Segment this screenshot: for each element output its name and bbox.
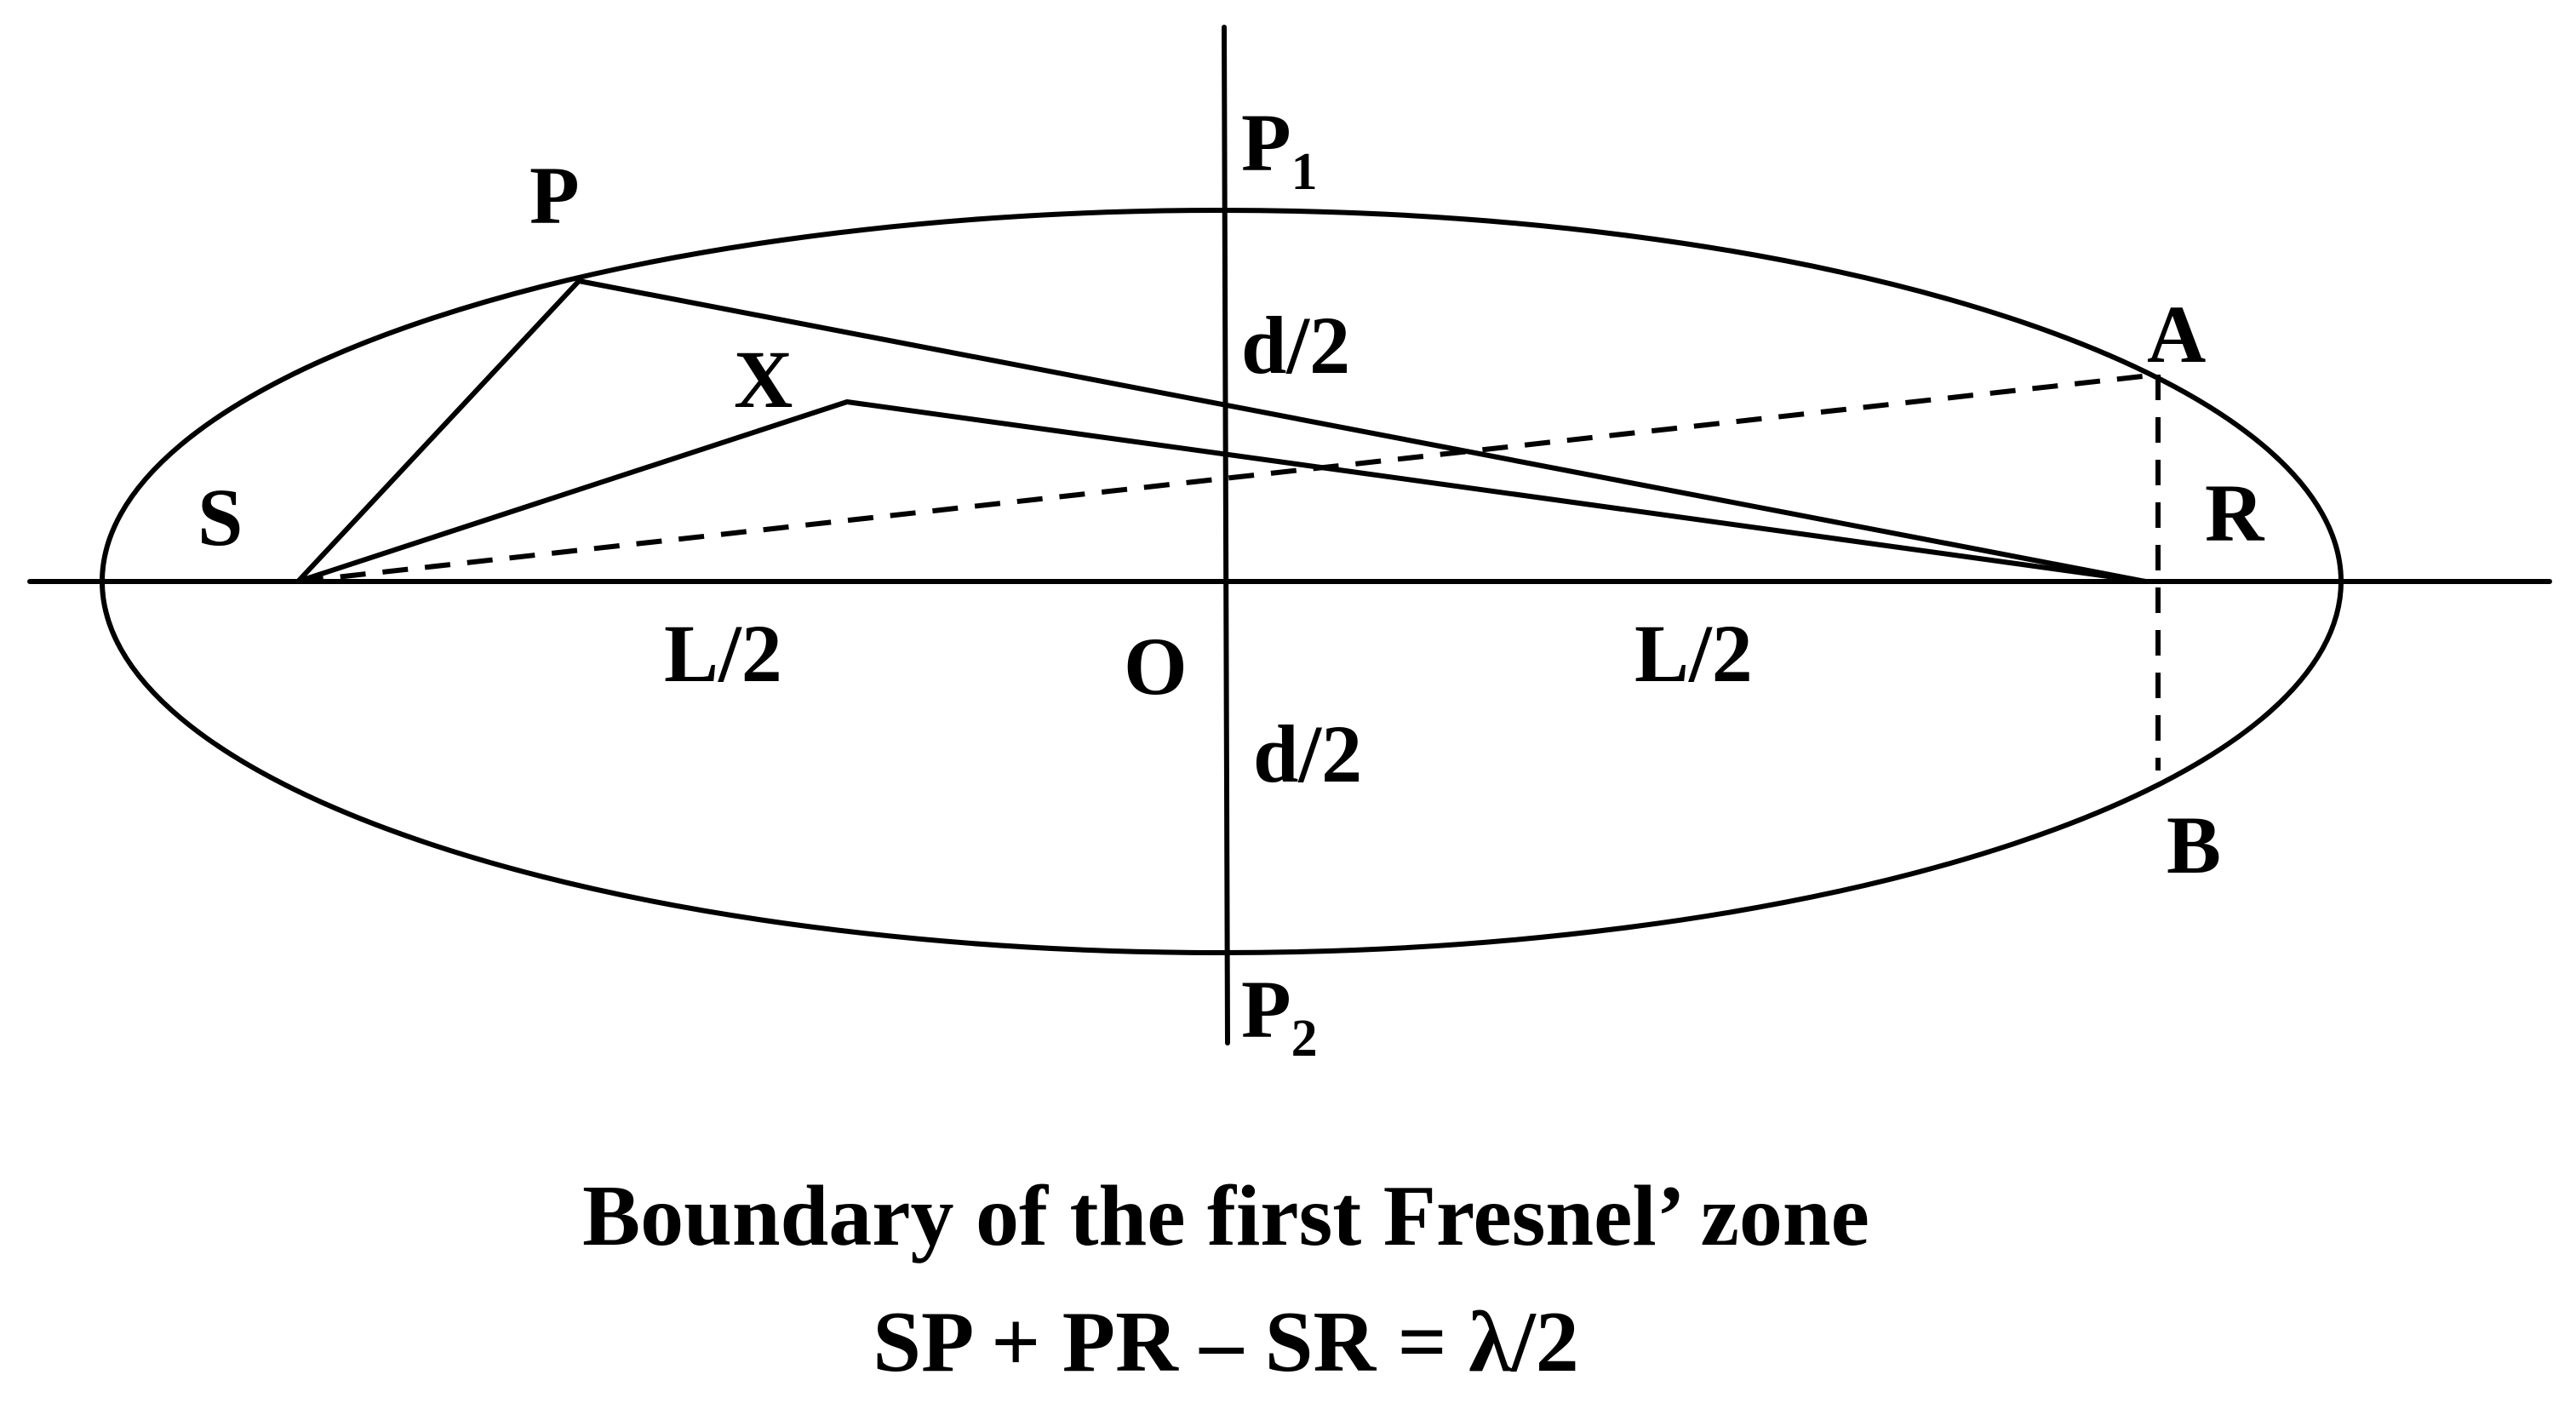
label-o: O [1124,621,1188,712]
label-a: A [2147,289,2206,380]
label-p2-sub: 2 [1291,1010,1318,1068]
label-p1-main: P [1241,97,1291,188]
caption-title: Boundary of the first Fresnel’ zone [582,1168,1869,1264]
ray-path-s-p-r [295,278,2148,584]
label-s: S [197,472,243,563]
label-p2: P2 [1241,964,1318,1068]
label-r: R [2205,467,2265,559]
dashed-line-s-a [297,372,2159,584]
label-d-half-lower: d/2 [1253,708,1362,799]
ray-path-s-x-r [295,399,2148,584]
label-l-half-left: L/2 [664,608,782,699]
label-p2-main: P [1241,964,1291,1055]
label-p1-sub: 1 [1291,143,1318,201]
label-p: P [530,150,580,241]
label-d-half-upper: d/2 [1241,300,1350,391]
caption-formula: SP + PR – SR = λ/2 [873,1294,1578,1390]
label-p1: P1 [1241,97,1318,201]
vertical-axis [1222,25,1230,1045]
label-x: X [734,334,793,425]
label-l-half-right: L/2 [1634,608,1753,699]
label-b: B [2167,799,2221,891]
